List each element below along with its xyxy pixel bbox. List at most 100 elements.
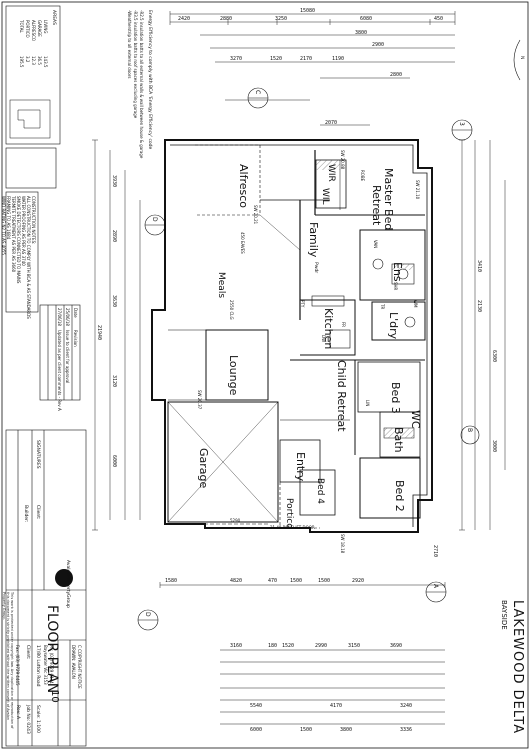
title-block: [5, 5, 87, 747]
address-2: Bayswater Vic 3153: [43, 645, 48, 685]
area-label-2: ALFRESCO: [31, 20, 36, 42]
level-label-2: SW 20.88: [340, 150, 345, 170]
drawn-by: DRAWN: AVALON: [71, 645, 76, 679]
area-value-2: 12.3: [31, 56, 36, 65]
dim-front-4: 1500: [290, 578, 303, 584]
room-label-family: Family: [307, 222, 320, 258]
project-name: LAKEWOOD DELTA: [510, 600, 525, 735]
ceiling-note: -R3.5 insulation batts to roof spaces ex…: [133, 10, 138, 119]
dim-top-3: 2170: [300, 56, 313, 62]
dim-rear-5: 450: [434, 16, 444, 22]
dim-overall-width: 21940: [96, 325, 102, 341]
room-label-pwdr: Pwdr: [313, 262, 318, 274]
dim-bot-3: 1520: [282, 643, 295, 649]
level-label-5: SW 20.37: [197, 390, 202, 410]
dim-front-2: 4820: [230, 578, 243, 584]
dim-bot-1: 3160: [230, 643, 243, 649]
section-marker-3: 3: [458, 122, 465, 126]
room-label-laundry: L'dry: [387, 312, 400, 340]
dim-front-6: 2920: [352, 578, 365, 584]
section-marker-a: A: [432, 584, 439, 589]
scale-label: Scale: 1:100: [35, 705, 40, 734]
area-label-0: LIVING: [43, 20, 48, 34]
room-label-wc: WC: [409, 410, 422, 429]
area-value-4: 195.5: [19, 56, 24, 68]
fax: Fax: (03) 9729 4445: [15, 645, 20, 686]
building-walls: [151, 139, 433, 533]
section-marker-b: B: [466, 428, 473, 433]
section-marker-c: C: [254, 90, 261, 95]
dim-rear-2: 2880: [220, 16, 233, 22]
dim-top-1: 3270: [230, 56, 243, 62]
construction-note-6: WIND RATING N2 TO AS 4055: [1, 196, 6, 255]
area-label-3: PORTICO: [25, 20, 30, 38]
fridge-label: FR: [341, 322, 346, 328]
section-marker-x: D: [151, 217, 158, 222]
dim-left-3: 3630: [111, 295, 117, 308]
room-label-alfresco: Alfresco: [237, 164, 250, 209]
room-label-child-retreat: Child Retreat: [335, 360, 348, 432]
rev-row-0-date: Date: [73, 308, 78, 318]
project-facade: BAYSIDE: [500, 600, 508, 630]
dim-bot-4: 2990: [315, 643, 328, 649]
dim-right-2: 2130: [476, 300, 482, 313]
dim-left-5: 6000: [111, 455, 117, 468]
dim-left-2: 2890: [111, 230, 117, 243]
level-label-3: SW 21.10: [415, 180, 420, 200]
signatures-heading: SIGNATURES: [35, 440, 40, 469]
section-marker-d: D: [144, 612, 151, 617]
room-label-wir-2: WIL: [320, 188, 330, 205]
energy-note: Energy Efficiency to comply with BCA 'En…: [147, 10, 152, 150]
company-name: AvalonPropertyGroup: [65, 560, 70, 608]
dim-bot-6: 3690: [390, 643, 403, 649]
insulation-note: -R2.5 insulation batts to all external w…: [139, 10, 144, 159]
construction-note-1: ALL CONSTRUCTION TO COMPLY WITH BCA & AS…: [26, 196, 31, 319]
shower-label: SHR: [393, 282, 398, 291]
construction-note-3: SMOKE DETECTORS CONNECTED TO MAINS: [16, 196, 21, 284]
construction-note-0: CONSTRUCTION NOTES:: [31, 196, 36, 245]
pantry-label: PTY: [300, 300, 305, 308]
client-label: Client:: [35, 505, 40, 520]
dim-right-4: 3000: [491, 440, 497, 453]
dim-bot2-3: 3240: [400, 703, 413, 709]
dim-front-3: 470: [268, 578, 278, 584]
areas-title: AREAS: [51, 10, 56, 25]
rev-row-2-date: 27/06/18: [57, 308, 62, 326]
job-number: Job No: 0243: [25, 705, 30, 734]
room-label-bath: Bath: [392, 427, 405, 453]
dim-rear-3: 3250: [275, 16, 288, 22]
room-label-kitchen: Kitchen: [322, 308, 335, 350]
room-label-ens: Ens: [391, 262, 404, 282]
disclaimer: This work is protected under copyright l…: [2, 592, 14, 729]
dim-left-4: 3120: [111, 375, 117, 388]
room-label-bed3: Bed 3: [389, 382, 402, 414]
dw-label: DW: [321, 335, 326, 343]
dim-front-1: 1580: [165, 578, 178, 584]
rev-row-1-text: Issue to client for approval: [65, 330, 70, 384]
linen-label: LIN: [365, 400, 370, 407]
dim-bot2-1: 5540: [250, 703, 263, 709]
area-value-3: 3.2: [25, 56, 30, 63]
area-label-4: TOTAL: [19, 20, 24, 33]
garage-door-width: 5290: [230, 518, 241, 523]
rev-row-2-text: Updated as per client comments - Rev A: [57, 330, 62, 411]
room-label-garage: Garage: [197, 448, 210, 489]
dim-side: 2710: [432, 545, 438, 558]
dim-rear-4: 6080: [360, 16, 373, 22]
area-label-1: GARAGE: [37, 20, 42, 37]
dim-top-6: 2800: [390, 72, 403, 78]
dim-bot3-3: 3800: [340, 727, 353, 733]
area-value-0: 143.5: [43, 56, 48, 68]
client-label-2: Client:: [25, 645, 30, 660]
dim-front-5: 1500: [318, 578, 331, 584]
ceiling-label: 2550 CLG: [229, 300, 234, 320]
garage-door-label: 21.48 PANELIFT DOOR: [270, 525, 315, 530]
dimension-lines: [94, 13, 506, 725]
room-label-meals: Meals: [216, 272, 226, 299]
dim-overall-length: 15080: [300, 8, 316, 14]
trough-label: TR: [380, 304, 385, 310]
room-label-lounge: Lounge: [227, 355, 240, 396]
north-arc: [513, 39, 521, 81]
room-label-retreat: Retreat: [370, 185, 383, 226]
